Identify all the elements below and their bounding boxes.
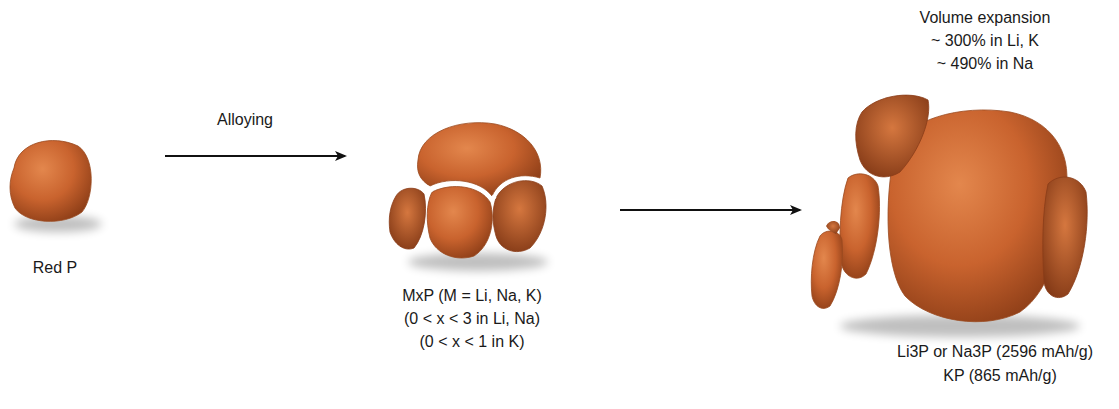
particle-label: Red P	[33, 258, 77, 278]
process-arrow	[165, 155, 345, 157]
capacity-label: KP (865 mAh/g)	[943, 366, 1057, 386]
red-p-particle	[10, 141, 102, 232]
expansion-note: ~ 300% in Li, K	[931, 31, 1039, 51]
expanded-particle	[811, 95, 1087, 337]
capacity-label: Li3P or Na3P (2596 mAh/g)	[897, 342, 1093, 362]
expansion-note: Volume expansion	[920, 8, 1051, 28]
alloy-particle	[389, 123, 548, 271]
arrow-label: Alloying	[217, 110, 273, 130]
state-label: MxP (M = Li, Na, K)	[402, 286, 542, 306]
state-label: (0 < x < 3 in Li, Na)	[404, 309, 540, 329]
expansion-note: ~ 490% in Na	[937, 54, 1034, 74]
process-arrow	[620, 209, 800, 211]
state-label: (0 < x < 1 in K)	[420, 332, 525, 352]
